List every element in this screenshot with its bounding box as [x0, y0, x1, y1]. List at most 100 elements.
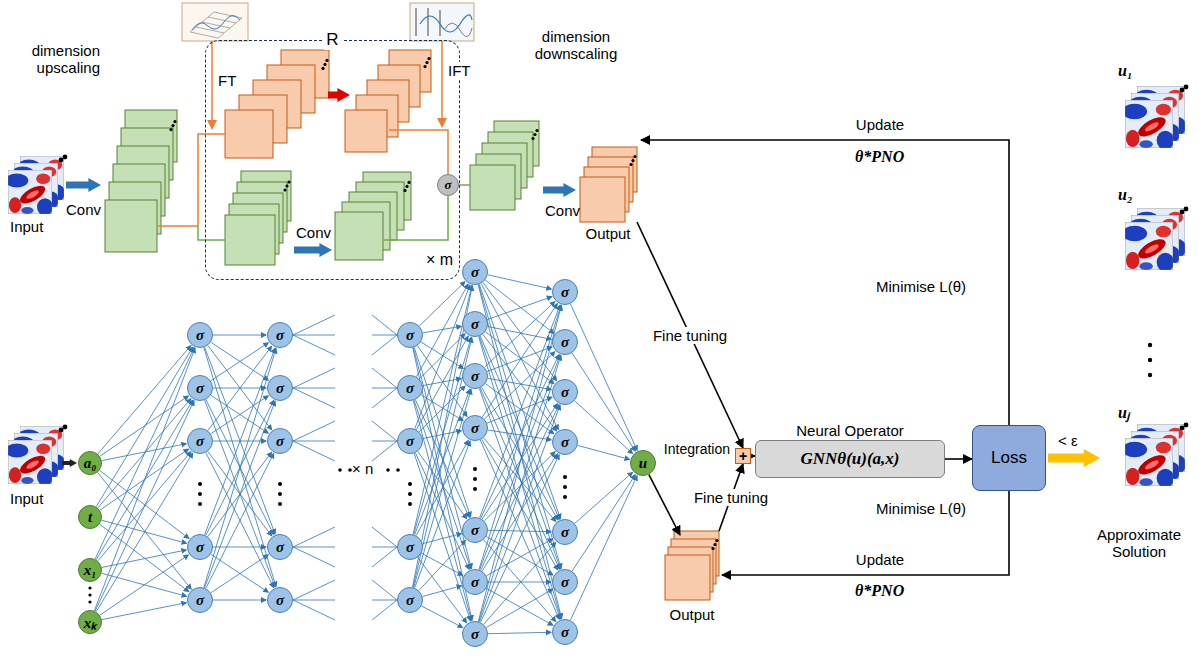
ellipsis-dot — [88, 593, 91, 596]
fourier-path — [157, 134, 225, 226]
node-text: σ — [276, 539, 284, 556]
text-label: Approximate Solution — [1083, 526, 1195, 561]
node-text: σ — [561, 434, 569, 451]
dense-connection — [572, 353, 635, 451]
input-neuron: t — [78, 505, 102, 529]
dense-connection — [293, 547, 335, 548]
dense-connection — [487, 397, 552, 423]
feature-map — [470, 165, 515, 210]
text-label: u₁ — [1118, 62, 1132, 80]
node-text: Output — [575, 225, 641, 242]
ft-thumbnail — [182, 3, 248, 41]
dense-connection — [102, 603, 187, 620]
node-text: σ — [196, 327, 204, 344]
dense-connection — [479, 305, 561, 569]
ellipsis-dot — [198, 482, 202, 486]
ellipsis-dot — [323, 63, 326, 66]
node-text: t — [88, 509, 92, 526]
dense-connection — [206, 453, 274, 588]
dense-connection — [205, 401, 276, 588]
node-text: σ — [444, 177, 451, 193]
neuron-circle: σ — [462, 569, 488, 595]
dense-connection — [488, 582, 551, 583]
node-text: σ — [196, 433, 204, 450]
block-arrow — [62, 459, 77, 467]
block-arrow — [1048, 449, 1100, 467]
neuron-circle: σ — [462, 621, 488, 647]
ellipsis-dot — [473, 477, 477, 481]
node-text: + — [739, 449, 747, 463]
integration-box: Integration+ — [735, 448, 751, 464]
fourier-path — [389, 130, 448, 174]
dense-connection — [372, 315, 397, 335]
neuron-circle: σ — [462, 363, 488, 389]
dense-connection — [372, 441, 397, 461]
node-text: σ — [406, 380, 414, 397]
node-text: σ — [276, 380, 284, 397]
ellipsis-dot — [715, 539, 718, 542]
dense-connection — [372, 388, 397, 389]
ellipsis-dot — [629, 163, 632, 166]
ellipsis-dot — [563, 495, 567, 499]
ellipsis-dot — [198, 492, 202, 496]
dense-connection — [205, 400, 276, 587]
dense-connection — [481, 284, 558, 430]
dense-connection — [204, 347, 276, 586]
flow-arrow — [945, 458, 972, 460]
dense-connection — [213, 335, 266, 336]
dense-connection — [481, 355, 559, 519]
neuron-circle: σ — [267, 375, 293, 401]
flow-arrow — [641, 140, 1009, 425]
ellipsis-dot — [386, 468, 390, 472]
arrow-head — [437, 118, 447, 128]
dense-connection — [102, 520, 187, 543]
ellipsis-dot — [405, 185, 408, 188]
node-text: GNNθ(u)(a,x) — [800, 449, 899, 469]
ift-arrow — [441, 41, 443, 120]
dense-connection — [486, 589, 553, 628]
ellipsis-dot — [59, 428, 64, 433]
dense-connection — [419, 386, 465, 432]
feature-map — [665, 555, 710, 600]
flow-arrow — [637, 222, 743, 448]
ellipsis-dot — [473, 487, 477, 491]
dense-connection — [213, 600, 266, 601]
neuron-circle: σ — [187, 587, 213, 613]
dense-connection — [575, 472, 633, 523]
node-text: σ — [561, 334, 569, 351]
dense-connection — [208, 346, 272, 430]
ft-grid — [190, 12, 242, 38]
node-text: Output — [662, 606, 722, 623]
dense-connection — [100, 524, 189, 591]
ellipsis-dot — [713, 543, 716, 546]
dense-connection — [415, 441, 471, 588]
ellipsis-dot — [427, 57, 430, 60]
dense-connection — [293, 441, 335, 442]
ellipsis-dot — [325, 59, 328, 62]
dense-connection — [488, 530, 551, 531]
ift-wave — [420, 15, 472, 32]
dense-connection — [372, 527, 397, 547]
node-text: σ — [471, 574, 479, 591]
dense-connection — [421, 395, 463, 421]
text-label: Minimise L(θ) — [876, 500, 966, 517]
text-label: IFT — [446, 62, 473, 79]
ellipsis-dot — [396, 468, 400, 472]
neuron-circle: σ — [397, 322, 423, 348]
dense-connection — [293, 388, 335, 389]
dense-connection — [208, 451, 272, 535]
node-text: σ — [406, 592, 414, 609]
text-label: θ*PNO — [855, 148, 904, 166]
dense-connection — [372, 368, 397, 388]
dense-connection — [205, 348, 276, 535]
neuron-circle: σ — [187, 534, 213, 560]
feature-map — [345, 110, 387, 152]
ellipsis-dot — [1148, 358, 1152, 362]
dense-connection — [478, 285, 561, 619]
neuron-circle: σ — [552, 429, 578, 455]
dense-connection — [372, 441, 397, 442]
ellipsis-dot — [338, 468, 342, 472]
ellipsis-dot — [348, 468, 352, 472]
ellipsis-dot — [278, 492, 282, 496]
